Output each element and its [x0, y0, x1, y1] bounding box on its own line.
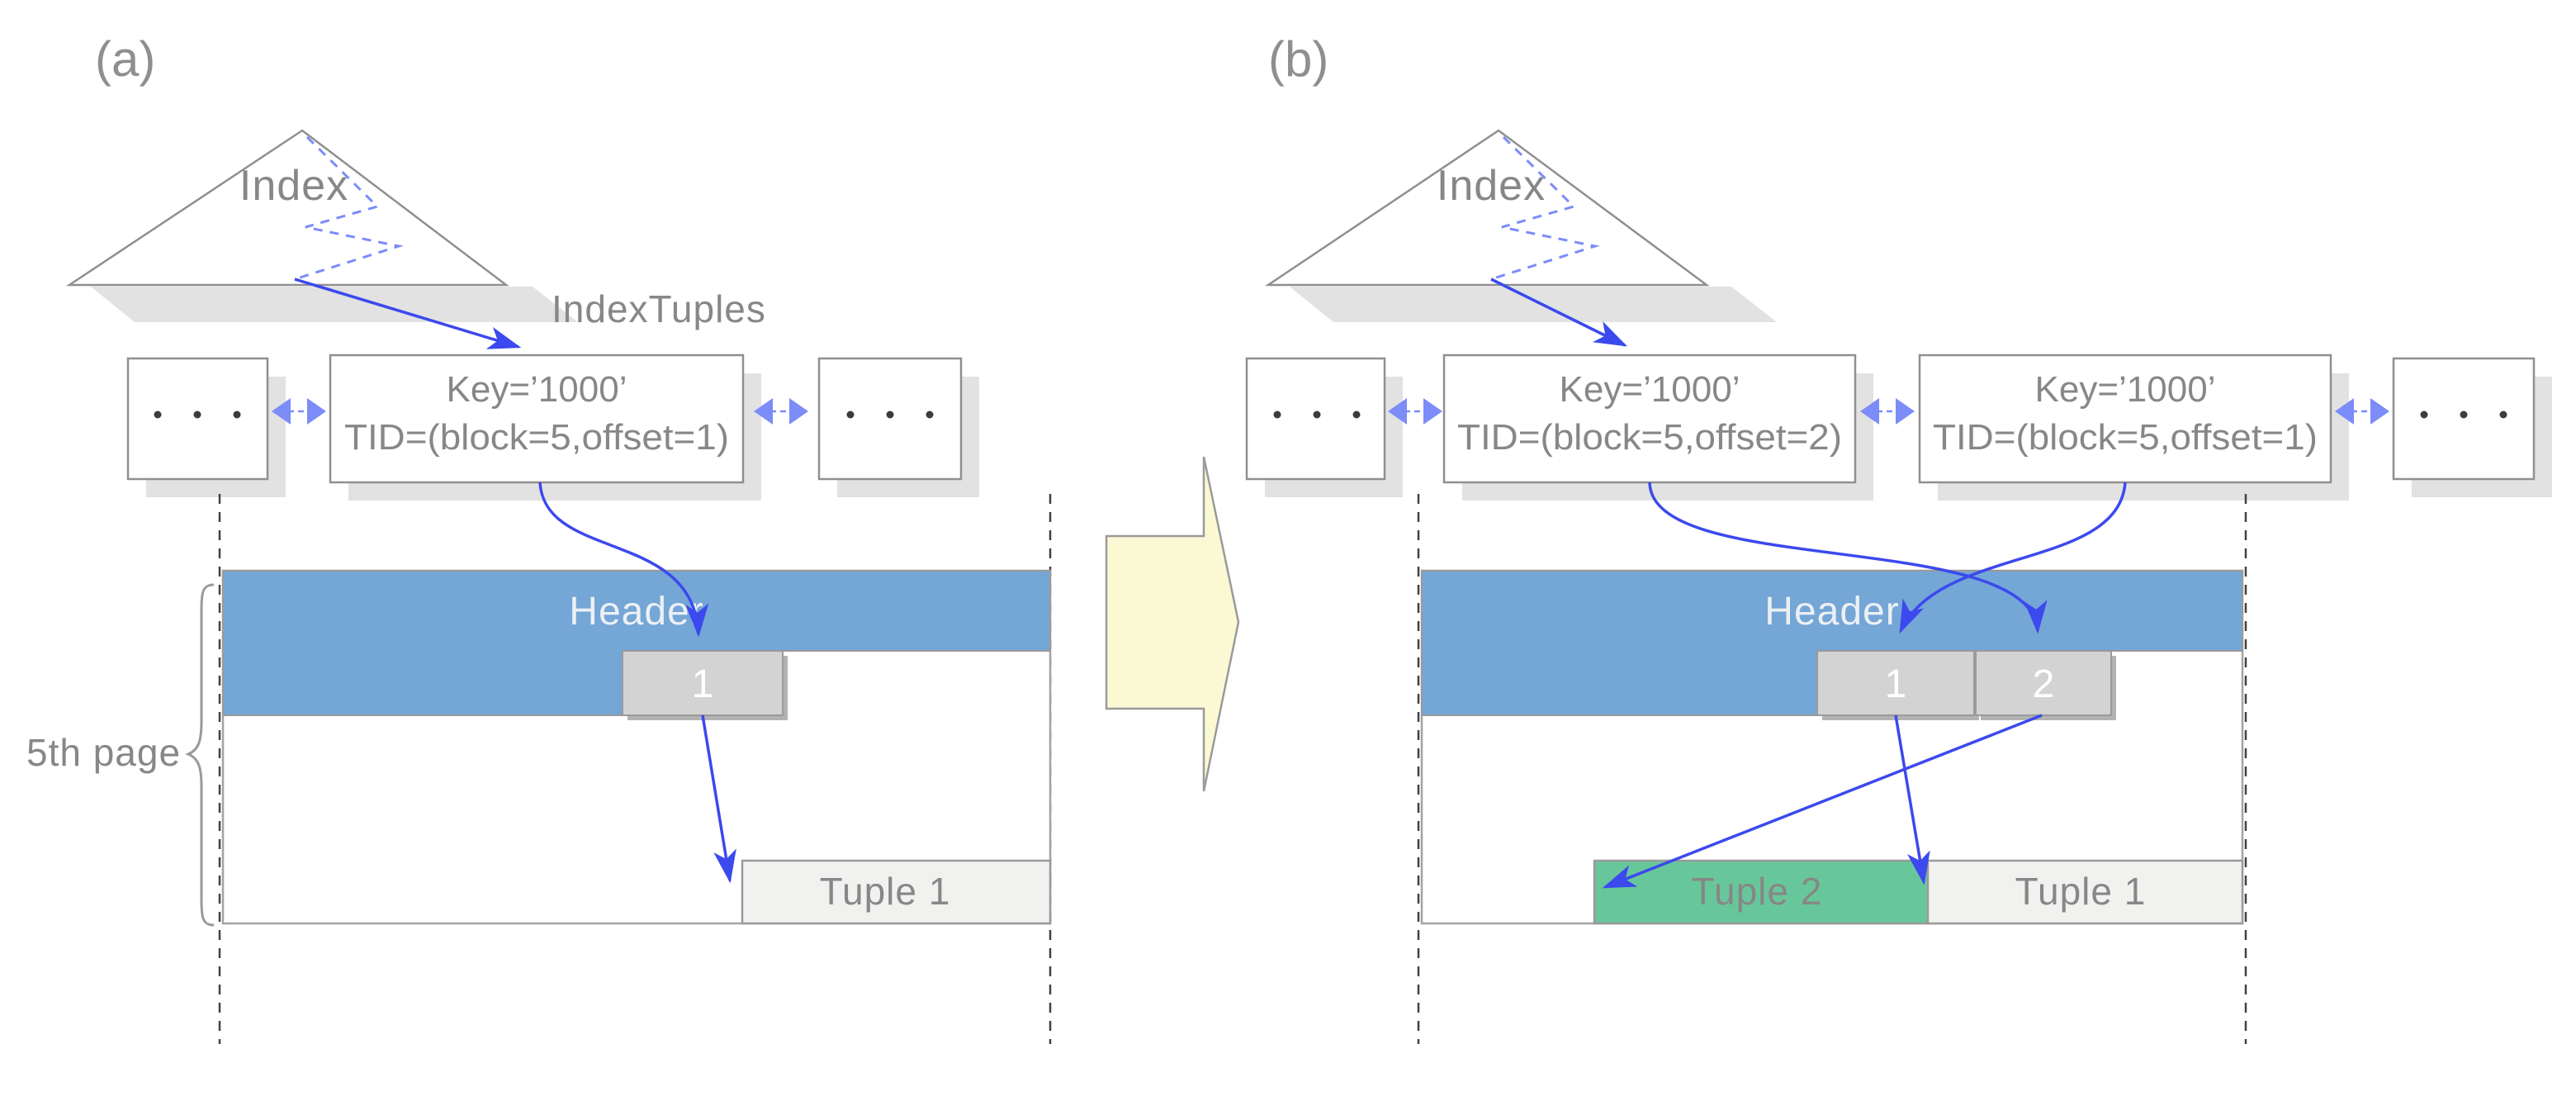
ellipsis-box-right [2392, 357, 2536, 481]
panel-b-label: (b) [1268, 31, 1328, 87]
new-keytuple-to-pointer2-arrow [1648, 482, 2048, 634]
pointer1-to-tuple1-arrow [1894, 714, 1930, 885]
ellipsis-box-left [126, 357, 269, 481]
old-key-tuple-box [1918, 354, 2332, 484]
page-header-label: Header [569, 590, 703, 634]
panel-b: (b) Index Key=’1000’ TID=(block=5,offset… [1245, 31, 2552, 1044]
line-pointer-1 [622, 650, 784, 716]
page-brace [185, 583, 215, 927]
index-label: Index [1437, 162, 1546, 210]
tuple-1-box [741, 859, 1052, 925]
line-pointer-2-label: 2 [2033, 662, 2055, 706]
tuple-1-label: Tuple 1 [820, 870, 951, 913]
tuple-1-box [1926, 859, 2244, 925]
new-key-tuple-box [1442, 354, 1857, 484]
tuple-2-box [1593, 859, 1930, 925]
transition-block-arrow-icon [1105, 456, 1240, 792]
pointer2-to-tuple2-arrow [1602, 714, 2043, 889]
new-key-tuple-line2: TID=(block=5,offset=2) [1457, 417, 1842, 458]
pointer-to-tuple-arrow [701, 714, 736, 884]
line-pointer-1 [1816, 650, 1975, 716]
ellipsis-box-right [817, 357, 963, 481]
line-pointer-1-label: 1 [1885, 662, 1907, 706]
panel-a-label: (a) [95, 31, 155, 87]
key-tuple-line1: Key=’1000’ [447, 369, 627, 410]
index-descent-zigzag-icon [294, 135, 404, 281]
tuple-2-label: Tuple 2 [1692, 870, 1823, 913]
index-to-keytuple-arrow [1490, 278, 1628, 347]
key-tuple-line2: TID=(block=5,offset=1) [344, 417, 729, 458]
key-tuple-box [329, 354, 745, 484]
page-caption: 5th page [26, 731, 181, 774]
new-key-tuple-line1: Key=’1000’ [1560, 369, 1740, 410]
ellipsis-box-left [1245, 357, 1386, 481]
keytuple-to-pointer-arrow [538, 482, 709, 638]
index-triangle-shadow [91, 287, 578, 322]
index-descent-zigzag-icon [1490, 135, 1600, 281]
line-pointer-1-label: 1 [692, 662, 714, 706]
double-arrow-icon [752, 396, 810, 426]
old-keytuple-to-pointer1-arrow [1899, 482, 2127, 634]
index-triangle-shadow [1290, 287, 1777, 322]
index-label: Index [239, 162, 348, 210]
index-to-keytuple-arrow [294, 278, 522, 349]
page-header-label: Header [1764, 590, 1899, 634]
panel-a: (a) Index IndexTuples Key=’1000’ TID=(bl… [26, 31, 1052, 1044]
line-pointer-2 [1975, 650, 2112, 716]
old-key-tuple-line1: Key=’1000’ [2035, 369, 2216, 410]
index-tuples-caption: IndexTuples [552, 287, 766, 330]
old-key-tuple-line2: TID=(block=5,offset=1) [1933, 417, 2318, 458]
tuple-1-label: Tuple 1 [2015, 870, 2147, 913]
